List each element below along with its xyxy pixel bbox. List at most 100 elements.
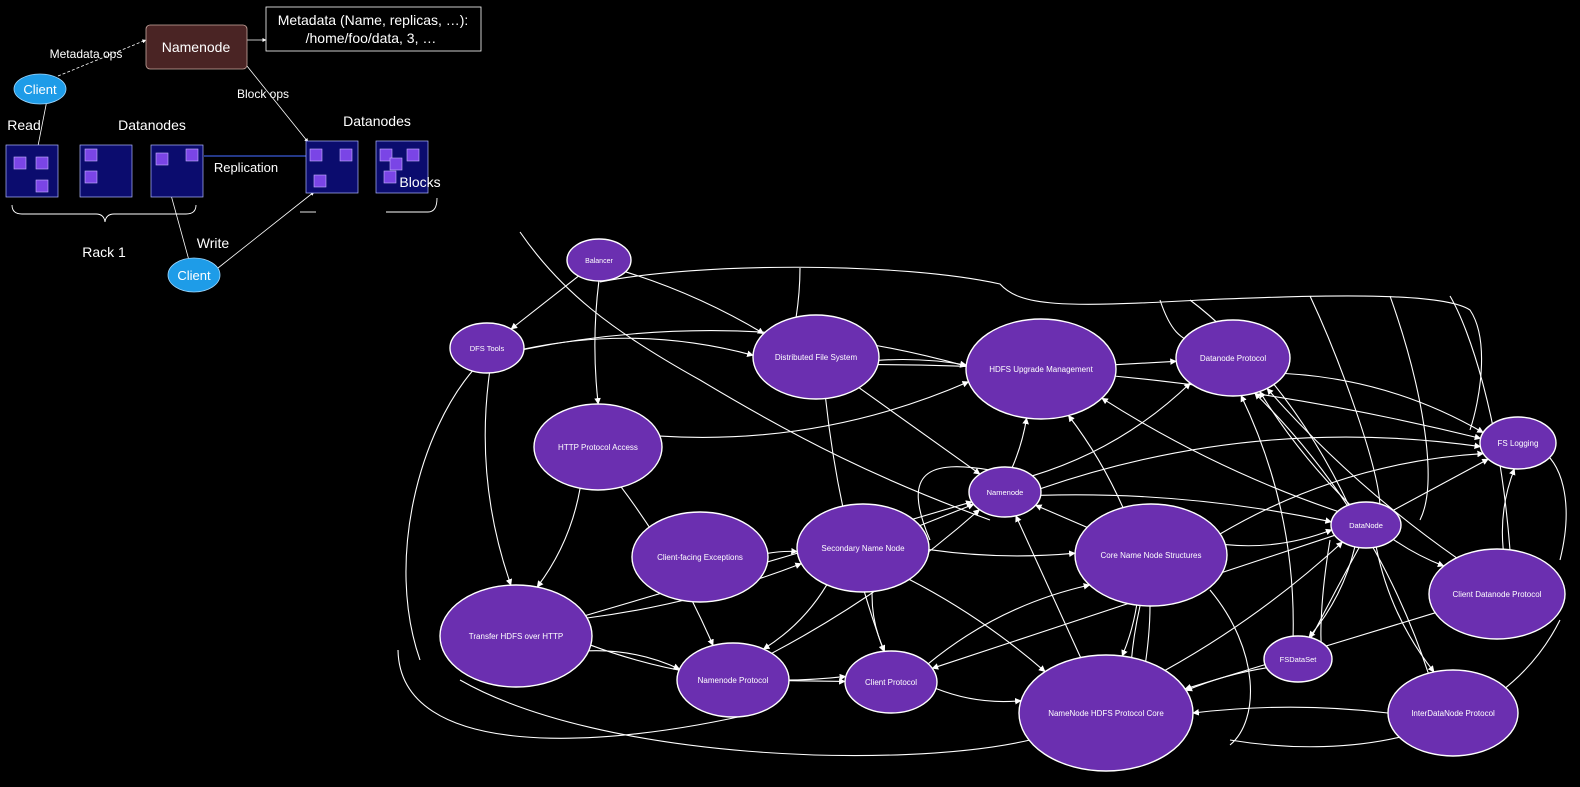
graph-edge-client-protocol-to-core-name-node-structures bbox=[927, 583, 1091, 665]
blocks-label: Blocks bbox=[399, 174, 440, 190]
graph-edge-datanode-to-client-datanode-protocol bbox=[1392, 538, 1445, 567]
write-client-label: Client bbox=[177, 268, 211, 283]
graph-node-label: Datanode Protocol bbox=[1200, 354, 1266, 363]
graph-node-label: FSDataSet bbox=[1280, 655, 1318, 664]
graph-edge-distributed-file-system-to-fs-logging bbox=[877, 364, 1482, 441]
graph-node-shape bbox=[1387, 669, 1519, 757]
graph-node-shape bbox=[676, 642, 790, 718]
graph-node-secondary-name-node: Secondary Name Node bbox=[796, 503, 930, 593]
block bbox=[155, 152, 169, 166]
graph-node-shape bbox=[1175, 319, 1291, 397]
metadata-box bbox=[265, 6, 482, 52]
block bbox=[185, 148, 199, 162]
graph-node-shape bbox=[1018, 654, 1194, 772]
graph-edge-http-protocol-access-to-hdfs-upgrade-management bbox=[659, 381, 970, 438]
graph-edge-hdfs-upgrade-management-to-datanode-protocol bbox=[1115, 358, 1177, 366]
graph-node-http-protocol-access: HTTP Protocol Access bbox=[533, 403, 663, 491]
graph-edge-fsdataset-to-namenode-hdfs-protocol-core bbox=[1185, 667, 1267, 692]
graph-edge-transfer-hdfs-over-http-to-namenode-protocol bbox=[588, 650, 681, 670]
block bbox=[35, 156, 49, 170]
write-arrow-remote bbox=[217, 191, 315, 269]
metadata-line-1: Metadata (Name, replicas, …): bbox=[278, 12, 469, 28]
graph-node-datanode-protocol: Datanode Protocol bbox=[1175, 319, 1291, 397]
metadata-line-2: /home/foo/data, 3, … bbox=[306, 30, 437, 46]
datanodes-label-rack: Datanodes bbox=[118, 117, 186, 133]
replication-label: Replication bbox=[214, 160, 278, 175]
graph-node-datanode: DataNode bbox=[1330, 501, 1402, 549]
datanodes-label-remote: Datanodes bbox=[343, 113, 411, 129]
graph-edge-namenode-hdfs-protocol-core-to-datanode bbox=[1164, 541, 1343, 671]
graph-node-client-facing-exceptions: Client-facing Exceptions bbox=[631, 511, 769, 603]
graph-edge-client-protocol-to-namenode-hdfs-protocol-core bbox=[935, 687, 1022, 705]
graph-edge-core-name-node-structures-to-namenode-hdfs-protocol-core bbox=[1121, 605, 1138, 657]
graph-node-shape bbox=[439, 584, 593, 688]
graph-edge-datanode-to-hdfs-upgrade-management bbox=[1101, 397, 1338, 512]
graph-edge-secondary-name-node-to-core-name-node-structures bbox=[928, 549, 1076, 558]
graph-node-label: Namenode bbox=[987, 488, 1024, 497]
block bbox=[406, 148, 420, 162]
graph-node-client-datanode-protocol: Client Datanode Protocol bbox=[1428, 548, 1566, 640]
block bbox=[35, 179, 49, 193]
datanode-rack-1 bbox=[5, 144, 59, 198]
read-client-label: Client bbox=[23, 82, 57, 97]
graph-node-fs-logging: FS Logging bbox=[1479, 416, 1557, 470]
graph-node-label: NameNode HDFS Protocol Core bbox=[1048, 709, 1164, 718]
graph-edge-interdatanode-protocol-to-namenode-hdfs-protocol-core bbox=[1192, 706, 1389, 716]
block bbox=[339, 148, 353, 162]
metadata-ops-arrow bbox=[57, 39, 147, 77]
graph-node-shape bbox=[968, 466, 1042, 518]
graph-node-shape bbox=[1428, 548, 1566, 640]
graph-edge-client-datanode-protocol-to-fs-logging bbox=[1501, 468, 1516, 550]
graph-edge-dfs-tools-to-distributed-file-system bbox=[523, 337, 754, 357]
graph-edges bbox=[484, 271, 1516, 716]
rack-1-brace bbox=[11, 204, 197, 223]
read-arrow bbox=[36, 99, 49, 152]
graph-node-distributed-file-system: Distributed File System bbox=[752, 314, 880, 400]
graph-node-namenode-protocol: Namenode Protocol bbox=[676, 642, 790, 718]
graph-edge-namenode-to-fs-logging bbox=[1040, 436, 1482, 490]
read-client bbox=[13, 73, 67, 105]
graph-node-label: DFS Tools bbox=[470, 344, 505, 353]
datanode-remote-1 bbox=[305, 140, 359, 194]
graph-node-shape bbox=[1479, 416, 1557, 470]
graph-node-transfer-hdfs-over-http: Transfer HDFS over HTTP bbox=[439, 584, 593, 688]
graph-edge-secondary-name-node-to-namenode-protocol bbox=[762, 584, 828, 650]
graph-edge-namenode-hdfs-protocol-core-to-namenode bbox=[1015, 515, 1082, 658]
graph-node-shape bbox=[449, 322, 525, 374]
graph-edge-dfs-tools-to-transfer-hdfs-over-http bbox=[484, 372, 513, 586]
block bbox=[13, 156, 27, 170]
graph-edge-balancer-to-dfs-tools bbox=[510, 275, 579, 330]
block bbox=[84, 170, 98, 184]
graph-node-fsdataset: FSDataSet bbox=[1263, 635, 1333, 683]
architecture-panel: Namenode Metadata (Name, replicas, …): /… bbox=[5, 6, 482, 293]
block bbox=[389, 157, 403, 171]
graph-node-label: Client Datanode Protocol bbox=[1453, 590, 1542, 599]
block bbox=[309, 148, 323, 162]
datanode-rack-3 bbox=[150, 144, 204, 198]
graph-edge-balancer-to-http-protocol-access bbox=[594, 280, 601, 405]
graph-node-shape bbox=[566, 238, 632, 282]
graph-edge-datanode-to-fs-logging bbox=[1392, 458, 1489, 511]
graph-edge-namenode-to-hdfs-upgrade-management bbox=[1011, 417, 1029, 468]
rack-1-label: Rack 1 bbox=[82, 244, 126, 260]
graph-node-shape bbox=[796, 503, 930, 593]
graph-node-label: Core Name Node Structures bbox=[1101, 551, 1202, 560]
graph-edge-datanode-to-interdatanode-protocol bbox=[1375, 546, 1435, 673]
graph-node-shape bbox=[752, 314, 880, 400]
block-ops-arrow bbox=[246, 65, 309, 143]
graph-node-shape bbox=[844, 650, 938, 714]
metadata-ops-label: Metadata ops bbox=[50, 47, 123, 61]
graph-node-hdfs-upgrade-management: HDFS Upgrade Management bbox=[965, 318, 1117, 420]
read-label: Read bbox=[7, 117, 40, 133]
graph-node-namenode-hdfs-protocol-core: NameNode HDFS Protocol Core bbox=[1018, 654, 1194, 772]
datanode-rack-2 bbox=[79, 144, 133, 198]
graph-node-dfs-tools: DFS Tools bbox=[449, 322, 525, 374]
graph-node-label: Client Protocol bbox=[865, 678, 917, 687]
graph-edge-core-name-node-structures-to-hdfs-upgrade-management bbox=[1068, 414, 1124, 508]
namenode-box bbox=[145, 24, 248, 70]
graph-node-label: InterDataNode Protocol bbox=[1411, 709, 1495, 718]
remote-brace-2 bbox=[386, 197, 438, 213]
